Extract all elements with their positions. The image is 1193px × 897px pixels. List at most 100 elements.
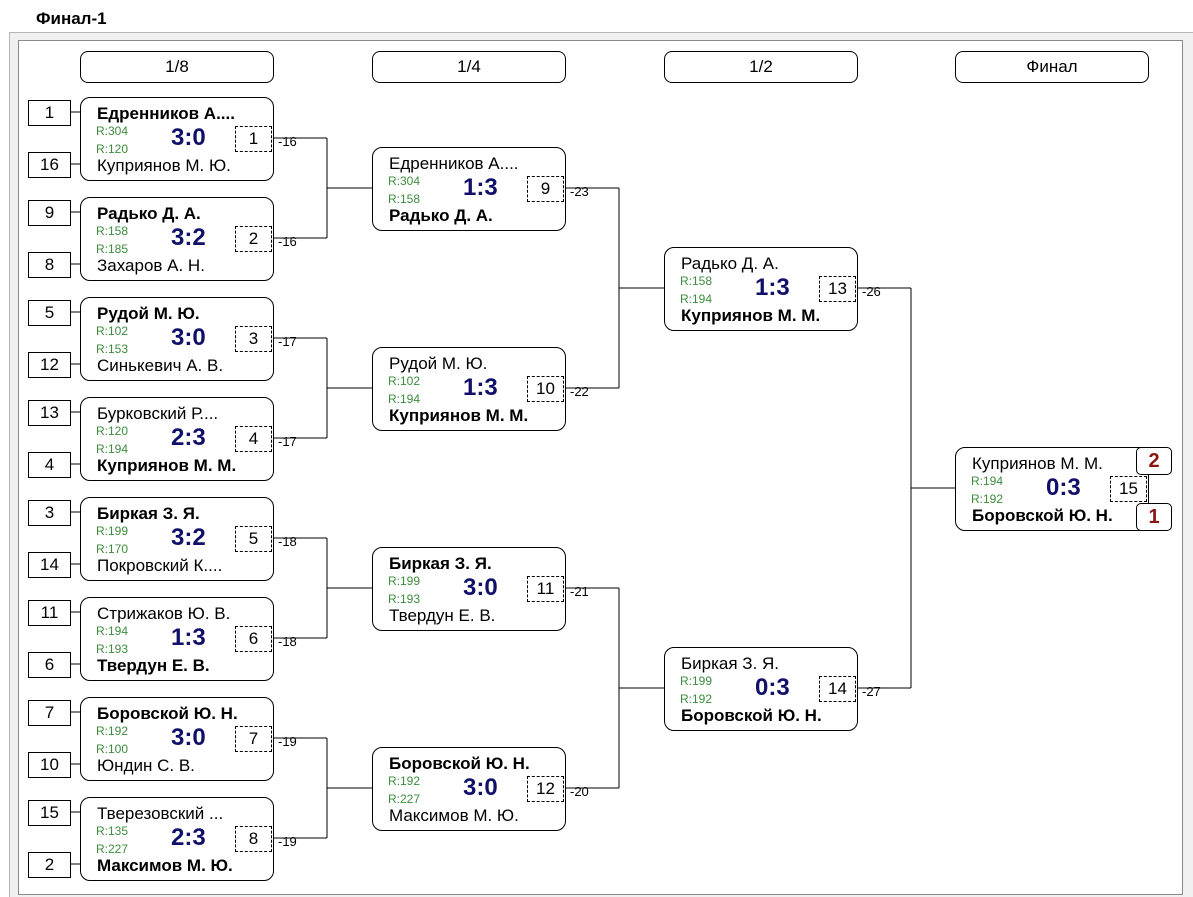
player-1-name: Боровской Ю. Н. — [97, 704, 238, 723]
player-1-rating: R:304 — [388, 174, 421, 188]
match-number: 15 — [1110, 476, 1147, 502]
seed-box: 10 — [28, 752, 71, 778]
player-2-rating: R:227 — [96, 842, 129, 856]
match-score: 0:3 — [755, 674, 790, 701]
player-2-name: Максимов М. Ю. — [97, 856, 233, 875]
match-number: 14 — [819, 676, 856, 702]
match-score: 3:0 — [171, 124, 206, 151]
loser-destination: -26 — [862, 284, 881, 299]
loser-destination: -27 — [862, 684, 881, 699]
player-2-name: Боровской Ю. Н. — [681, 706, 822, 725]
player-2-name: Куприянов М. М. — [681, 306, 821, 325]
loser-destination: -23 — [570, 184, 589, 199]
player-1-name: Стрижаков Ю. В. — [97, 604, 231, 623]
player-1-name: Едренников А.... — [389, 154, 519, 173]
loser-destination: -20 — [570, 784, 589, 799]
match-score: 3:0 — [171, 724, 206, 751]
match-number: 6 — [235, 626, 272, 652]
player-2-name: Радько Д. А. — [389, 206, 493, 225]
player-2-name: Твердун Е. В. — [389, 606, 496, 625]
match-number: 2 — [235, 226, 272, 252]
player-1-rating: R:194 — [971, 474, 1004, 488]
match-score: 1:3 — [755, 274, 790, 301]
player-2-rating: R:170 — [96, 542, 129, 556]
player-2-rating: R:194 — [680, 292, 713, 306]
player-2-name: Максимов М. Ю. — [389, 806, 519, 825]
seed-box: 6 — [28, 652, 71, 678]
loser-destination: -16 — [278, 134, 297, 149]
final-place-badge: 2 — [1136, 447, 1172, 475]
match-score: 3:0 — [463, 574, 498, 601]
player-2-rating: R:194 — [388, 392, 421, 406]
player-2-rating: R:192 — [680, 692, 713, 706]
player-2-rating: R:153 — [96, 342, 129, 356]
player-1-name: Биркая З. Я. — [389, 554, 492, 573]
match-score: 3:2 — [171, 524, 206, 551]
player-1-name: Биркая З. Я. — [681, 654, 780, 673]
match-score: 3:2 — [171, 224, 206, 251]
final-place-badge: 1 — [1136, 503, 1172, 531]
player-2-name: Покровский К.... — [97, 556, 223, 575]
match-score: 3:0 — [171, 324, 206, 351]
seed-box: 2 — [28, 852, 71, 878]
player-2-name: Куприянов М. М. — [97, 456, 237, 475]
player-2-name: Твердун Е. В. — [97, 656, 210, 675]
match-number: 11 — [527, 576, 564, 602]
player-2-name: Куприянов М. М. — [389, 406, 529, 425]
seed-box: 8 — [28, 252, 71, 278]
player-1-name: Бурковский Р.... — [97, 404, 219, 423]
player-1-rating: R:135 — [96, 824, 129, 838]
player-1-rating: R:158 — [96, 224, 129, 238]
loser-destination: -16 — [278, 234, 297, 249]
match-number: 1 — [235, 126, 272, 152]
left-pane — [0, 32, 10, 897]
player-1-rating: R:158 — [680, 274, 713, 288]
round-header-2: 1/4 — [372, 51, 566, 83]
seed-box: 4 — [28, 452, 71, 478]
match-score: 1:3 — [171, 624, 206, 651]
player-2-rating: R:194 — [96, 442, 129, 456]
seed-box: 3 — [28, 500, 71, 526]
seed-box: 1 — [28, 100, 71, 126]
seed-box: 7 — [28, 700, 71, 726]
match-number: 7 — [235, 726, 272, 752]
player-1-name: Боровской Ю. Н. — [389, 754, 530, 773]
match-number: 8 — [235, 826, 272, 852]
player-1-name: Рудой М. Ю. — [97, 304, 200, 323]
seed-box: 15 — [28, 800, 71, 826]
player-1-name: Едренников А.... — [97, 104, 235, 123]
player-2-rating: R:120 — [96, 142, 129, 156]
loser-destination: -21 — [570, 584, 589, 599]
title-bar: Финал-1 — [0, 0, 1193, 33]
seed-box: 5 — [28, 300, 71, 326]
player-2-rating: R:192 — [971, 492, 1004, 506]
player-1-rating: R:304 — [96, 124, 129, 138]
player-1-name: Куприянов М. М. — [972, 454, 1103, 473]
loser-destination: -19 — [278, 734, 297, 749]
match-score: 3:0 — [463, 774, 498, 801]
player-2-name: Юндин С. В. — [97, 756, 195, 775]
loser-destination: -18 — [278, 534, 297, 549]
seed-box: 14 — [28, 552, 71, 578]
player-2-name: Захаров А. Н. — [97, 256, 205, 275]
seed-box: 16 — [28, 152, 71, 178]
match-score: 1:3 — [463, 174, 498, 201]
loser-destination: -17 — [278, 434, 297, 449]
player-1-rating: R:102 — [388, 374, 421, 388]
